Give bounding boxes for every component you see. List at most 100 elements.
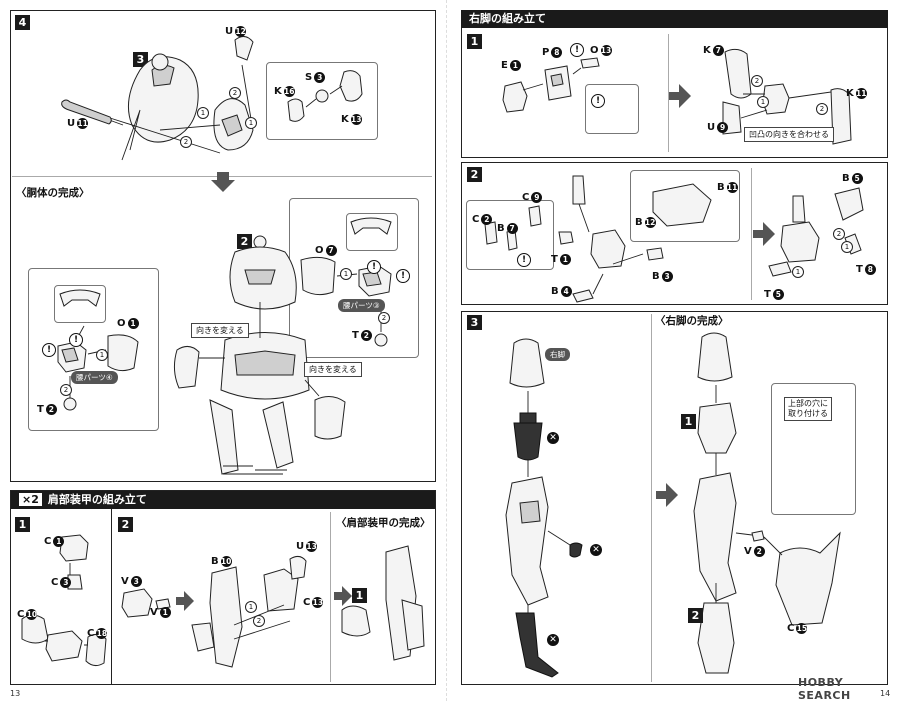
change-direction-note-2: 向きを変える (304, 362, 362, 377)
order-2: 2 (751, 75, 763, 87)
warn-icon: ! (591, 94, 605, 108)
shoulder-step1-parts (21, 534, 107, 667)
right-leg-header: 右脚の組み立て (461, 10, 888, 28)
watermark: HOBBY SEARCH (798, 676, 851, 702)
not-used-x-icon: ✕ (547, 634, 559, 646)
warn-icon: ! (517, 253, 531, 267)
x2-badge: ×2 (19, 493, 42, 506)
shoulder-armor-title: 肩部装甲の組み立て (47, 493, 147, 506)
order-1: 1 (792, 266, 804, 278)
torso-substep: 2 (237, 234, 252, 249)
order-2: 2 (833, 228, 845, 240)
shoulder-complete-title: 〈肩部装甲の完成〉 (336, 517, 431, 529)
warn-icon: ! (396, 269, 410, 283)
order-2: 2 (60, 384, 72, 396)
rleg-complete-title: 〈右脚の完成〉 (655, 315, 729, 327)
divider (651, 314, 652, 682)
page-gutter (446, 0, 447, 701)
rleg-step2-parts (484, 175, 864, 303)
shoulder-step2-parts (121, 555, 307, 668)
page-number-left: 13 (10, 689, 21, 698)
shoulder-complete-step: 1 (352, 588, 367, 603)
rleg-step3-parts (505, 338, 583, 678)
step4-torso-illustration (61, 36, 293, 161)
rleg-complete-step1: 1 (681, 414, 696, 429)
warn-icon: ! (42, 343, 56, 357)
waist4-parts (57, 289, 139, 411)
shoulder-step2: 2 (118, 517, 133, 532)
divider (111, 509, 112, 685)
divider (751, 168, 752, 300)
step4-order-1b: 1 (245, 117, 257, 129)
shoulder-armor-header: ×2 肩部装甲の組み立て (11, 491, 435, 509)
rleg-step3-number: 3 (467, 315, 482, 330)
rleg-step2-number: 2 (467, 167, 482, 182)
order-2: 2 (253, 615, 265, 627)
warn-icon: ! (367, 260, 381, 274)
attach-note-line2: 取り付ける (788, 409, 828, 418)
align-note: 凹凸の向きを合わせる (744, 127, 834, 142)
order-1: 1 (757, 96, 769, 108)
order-1: 1 (96, 349, 108, 361)
shoulder-complete-parts (334, 545, 425, 661)
change-direction-note-1: 向きを変える (191, 323, 249, 338)
waist3-parts (300, 217, 392, 347)
order-1: 1 (841, 241, 853, 253)
waist-part-3-tag: 腰パーツ③ (338, 299, 385, 312)
down-arrow (211, 172, 235, 192)
step4-order-2a: 2 (229, 87, 241, 99)
step4-inset-parts (287, 70, 363, 122)
step4-order-2b: 2 (180, 136, 192, 148)
page-number-right: 14 (880, 689, 891, 698)
waist-part-4-tag: 腰パーツ④ (71, 371, 118, 384)
rleg-step1-number: 1 (467, 34, 482, 49)
step4-substep: 3 (133, 52, 148, 67)
order-1: 1 (245, 601, 257, 613)
divider (330, 512, 331, 682)
torso-complete-title: 〈胴体の完成〉 (16, 187, 90, 199)
shoulder-step1: 1 (15, 517, 30, 532)
order-1: 1 (340, 268, 352, 280)
not-used-x-icon: ✕ (547, 432, 559, 444)
rleg-complete-step2: 2 (688, 608, 703, 623)
order-2: 2 (816, 103, 828, 115)
step4-order-1: 1 (197, 107, 209, 119)
attach-note-line1: 上部の穴に (788, 399, 828, 408)
warn-icon: ! (570, 43, 584, 57)
rleg-step1-detail (585, 84, 639, 134)
